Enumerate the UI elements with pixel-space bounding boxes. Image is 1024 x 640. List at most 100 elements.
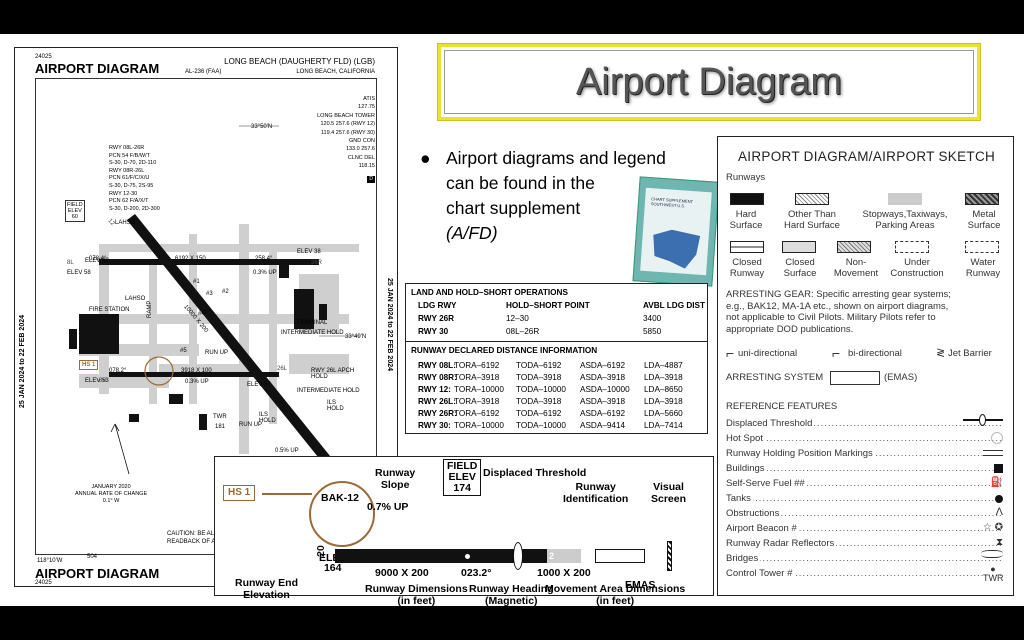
runway-08r-26l (109, 372, 279, 377)
field-elev-text: ELEV (67, 208, 82, 214)
reference-label: Runway Holding Position Markings (726, 448, 875, 459)
airport-name: LONG BEACH (DAUGHERTY FLD) (LGB) (224, 57, 375, 66)
displaced-threshold-icon (963, 414, 1003, 426)
runway-dimension: 6192 X 150 (175, 256, 206, 262)
slide: 24025 AIRPORT DIAGRAM AL-236 (FAA) LONG … (0, 34, 1024, 606)
map-label: LAHSO (125, 296, 146, 302)
al-number: AL-236 (FAA) (185, 69, 222, 75)
reference-label: Bridges (726, 553, 761, 564)
freq-line: 120.5 257.6 (RWY 12) (320, 121, 375, 128)
runway-number: 8L (67, 260, 74, 266)
example-movement-dims: 1000 X 200 (537, 567, 591, 579)
bridge-icon (981, 550, 1003, 558)
booklet-title: CHART SUPPLEMENT SOUTHWEST U.S. (651, 196, 693, 209)
tank-icon (995, 495, 1003, 503)
frame-left (35, 78, 36, 554)
example-emas-label: EMAS (625, 579, 656, 591)
bullet-line: can be found in the (446, 173, 595, 193)
airport-map (69, 125, 359, 488)
bullet-dot: ● (420, 148, 431, 168)
hot-spot-icon (991, 432, 1003, 444)
example-runway-number: 20 (314, 545, 327, 557)
lahso-header: HOLD–SHORT POINT (506, 301, 590, 310)
table-cell: TODA–6192 (516, 361, 562, 370)
table-cell: TORA–6192 (454, 361, 500, 370)
elev-label: ELEV 38 (297, 249, 321, 255)
example-dims: 9000 X 200 (375, 567, 429, 579)
beacon-icon: ☆ ✪ (982, 522, 1003, 533)
runway-slope: 0.3% UP (253, 270, 277, 276)
reference-label: Control Tower # (726, 568, 795, 579)
caution-note: CAUTION: BE AL READBACK OF A (167, 530, 215, 546)
reference-label: Displaced Threshold (726, 418, 815, 429)
table-cell: RWY 30 (418, 327, 449, 336)
legend-caption: Non-Movement (826, 257, 886, 279)
caption-line: Movement Area Dimensions (545, 583, 686, 595)
reference-heading: REFERENCE FEATURES (726, 401, 838, 412)
caption-line: Closed (785, 257, 815, 268)
reference-row: Runway Radar Reflectors (726, 538, 1002, 549)
pcn-line: S-30, D-70, 2D-110 (109, 160, 157, 167)
caption-line: Metal (972, 209, 996, 220)
table-cell: TORA–3918 (454, 397, 500, 406)
freq-line: ATIS (363, 96, 375, 102)
closed-surface-swatch (782, 241, 816, 253)
hot-spot-circle (144, 356, 174, 386)
freq-line: GND CON (349, 138, 375, 145)
map-label: TWR (213, 414, 227, 420)
arresting-line: ARRESTING GEAR: Specific arresting gear … (726, 289, 951, 300)
diagram-heading: AIRPORT DIAGRAM (35, 61, 160, 76)
latitude-mid: 33°49'N (345, 334, 367, 340)
caption-line: Surface (967, 220, 1001, 231)
reference-label: Runway Radar Reflectors (726, 538, 837, 549)
pcn-list: RWY 08L-26R PCN 54 F/B/W/T S-30, D-70, 2… (109, 145, 160, 213)
radar-reflector-icon: ⧗ (995, 537, 1003, 548)
table-cell: TODA–6192 (516, 409, 562, 418)
table-cell: 08L–26R (506, 327, 540, 336)
table-cell: LDA–5660 (644, 409, 683, 418)
table-row: RWY 12: TORA–10000 TODA–10000 ASDA–10000… (418, 385, 699, 396)
caption-line: Elevation (243, 589, 290, 601)
runway-heading-caption: Runway Heading(Magnetic) (469, 583, 554, 606)
table-cell: ASDA–6192 (580, 361, 626, 370)
elev-label: ELEV 53 (85, 378, 109, 384)
lahso-title: LAND AND HOLD–SHORT OPERATIONS (411, 288, 568, 297)
table-row: RWY 08L: TORA–6192 TODA–6192 ASDA–6192 L… (418, 361, 699, 372)
table-cell: RWY 26R: (418, 409, 457, 418)
caution-line: CAUTION: BE AL (167, 531, 215, 537)
map-label: INTERMEDIATE HOLD (297, 388, 360, 394)
example-emas-box (595, 549, 645, 563)
caption-line: Non- (845, 257, 867, 268)
caption-line: Stopways,Taxiways, (862, 209, 948, 220)
map-label: TERMINAL (297, 320, 328, 326)
caption-line: Runway Dimensions (365, 583, 468, 595)
visual-screen-icon (667, 541, 672, 571)
legend-heading: AIRPORT DIAGRAM/AIRPORT SKETCH (738, 149, 996, 164)
table-cell: RWY 12: (418, 385, 451, 394)
cpdlc-badge: D (367, 176, 375, 183)
table-cell: TORA–10000 (454, 421, 504, 430)
example-center-dot (465, 554, 470, 559)
map-label: RUN UP (205, 350, 229, 356)
hard-surface-swatch (730, 193, 764, 205)
reference-label: Tanks (726, 493, 753, 504)
bak-label: BAK-12 (321, 492, 359, 504)
title-box: Airport Diagram (438, 44, 980, 120)
control-tower-icon: ● TWR (983, 564, 1004, 583)
caption-line: Under (904, 257, 930, 268)
map-label: RAMP (147, 300, 153, 318)
pcn-line: PCN 54 F/B/W/T (109, 152, 150, 159)
bullet-line: Airport diagrams and legend (446, 148, 666, 168)
elev-label: ELEV 58 (67, 270, 91, 276)
bullet-point: ● Airport diagrams and legend can be fou… (420, 146, 710, 246)
example-slope: 0.7% UP (367, 501, 409, 513)
freq-line: 127.75 (358, 104, 375, 111)
hot-spot-leader (262, 493, 312, 495)
declared-title: RUNWAY DECLARED DISTANCE INFORMATION (411, 346, 598, 355)
fuel-icon: ⛽ (990, 477, 1003, 488)
